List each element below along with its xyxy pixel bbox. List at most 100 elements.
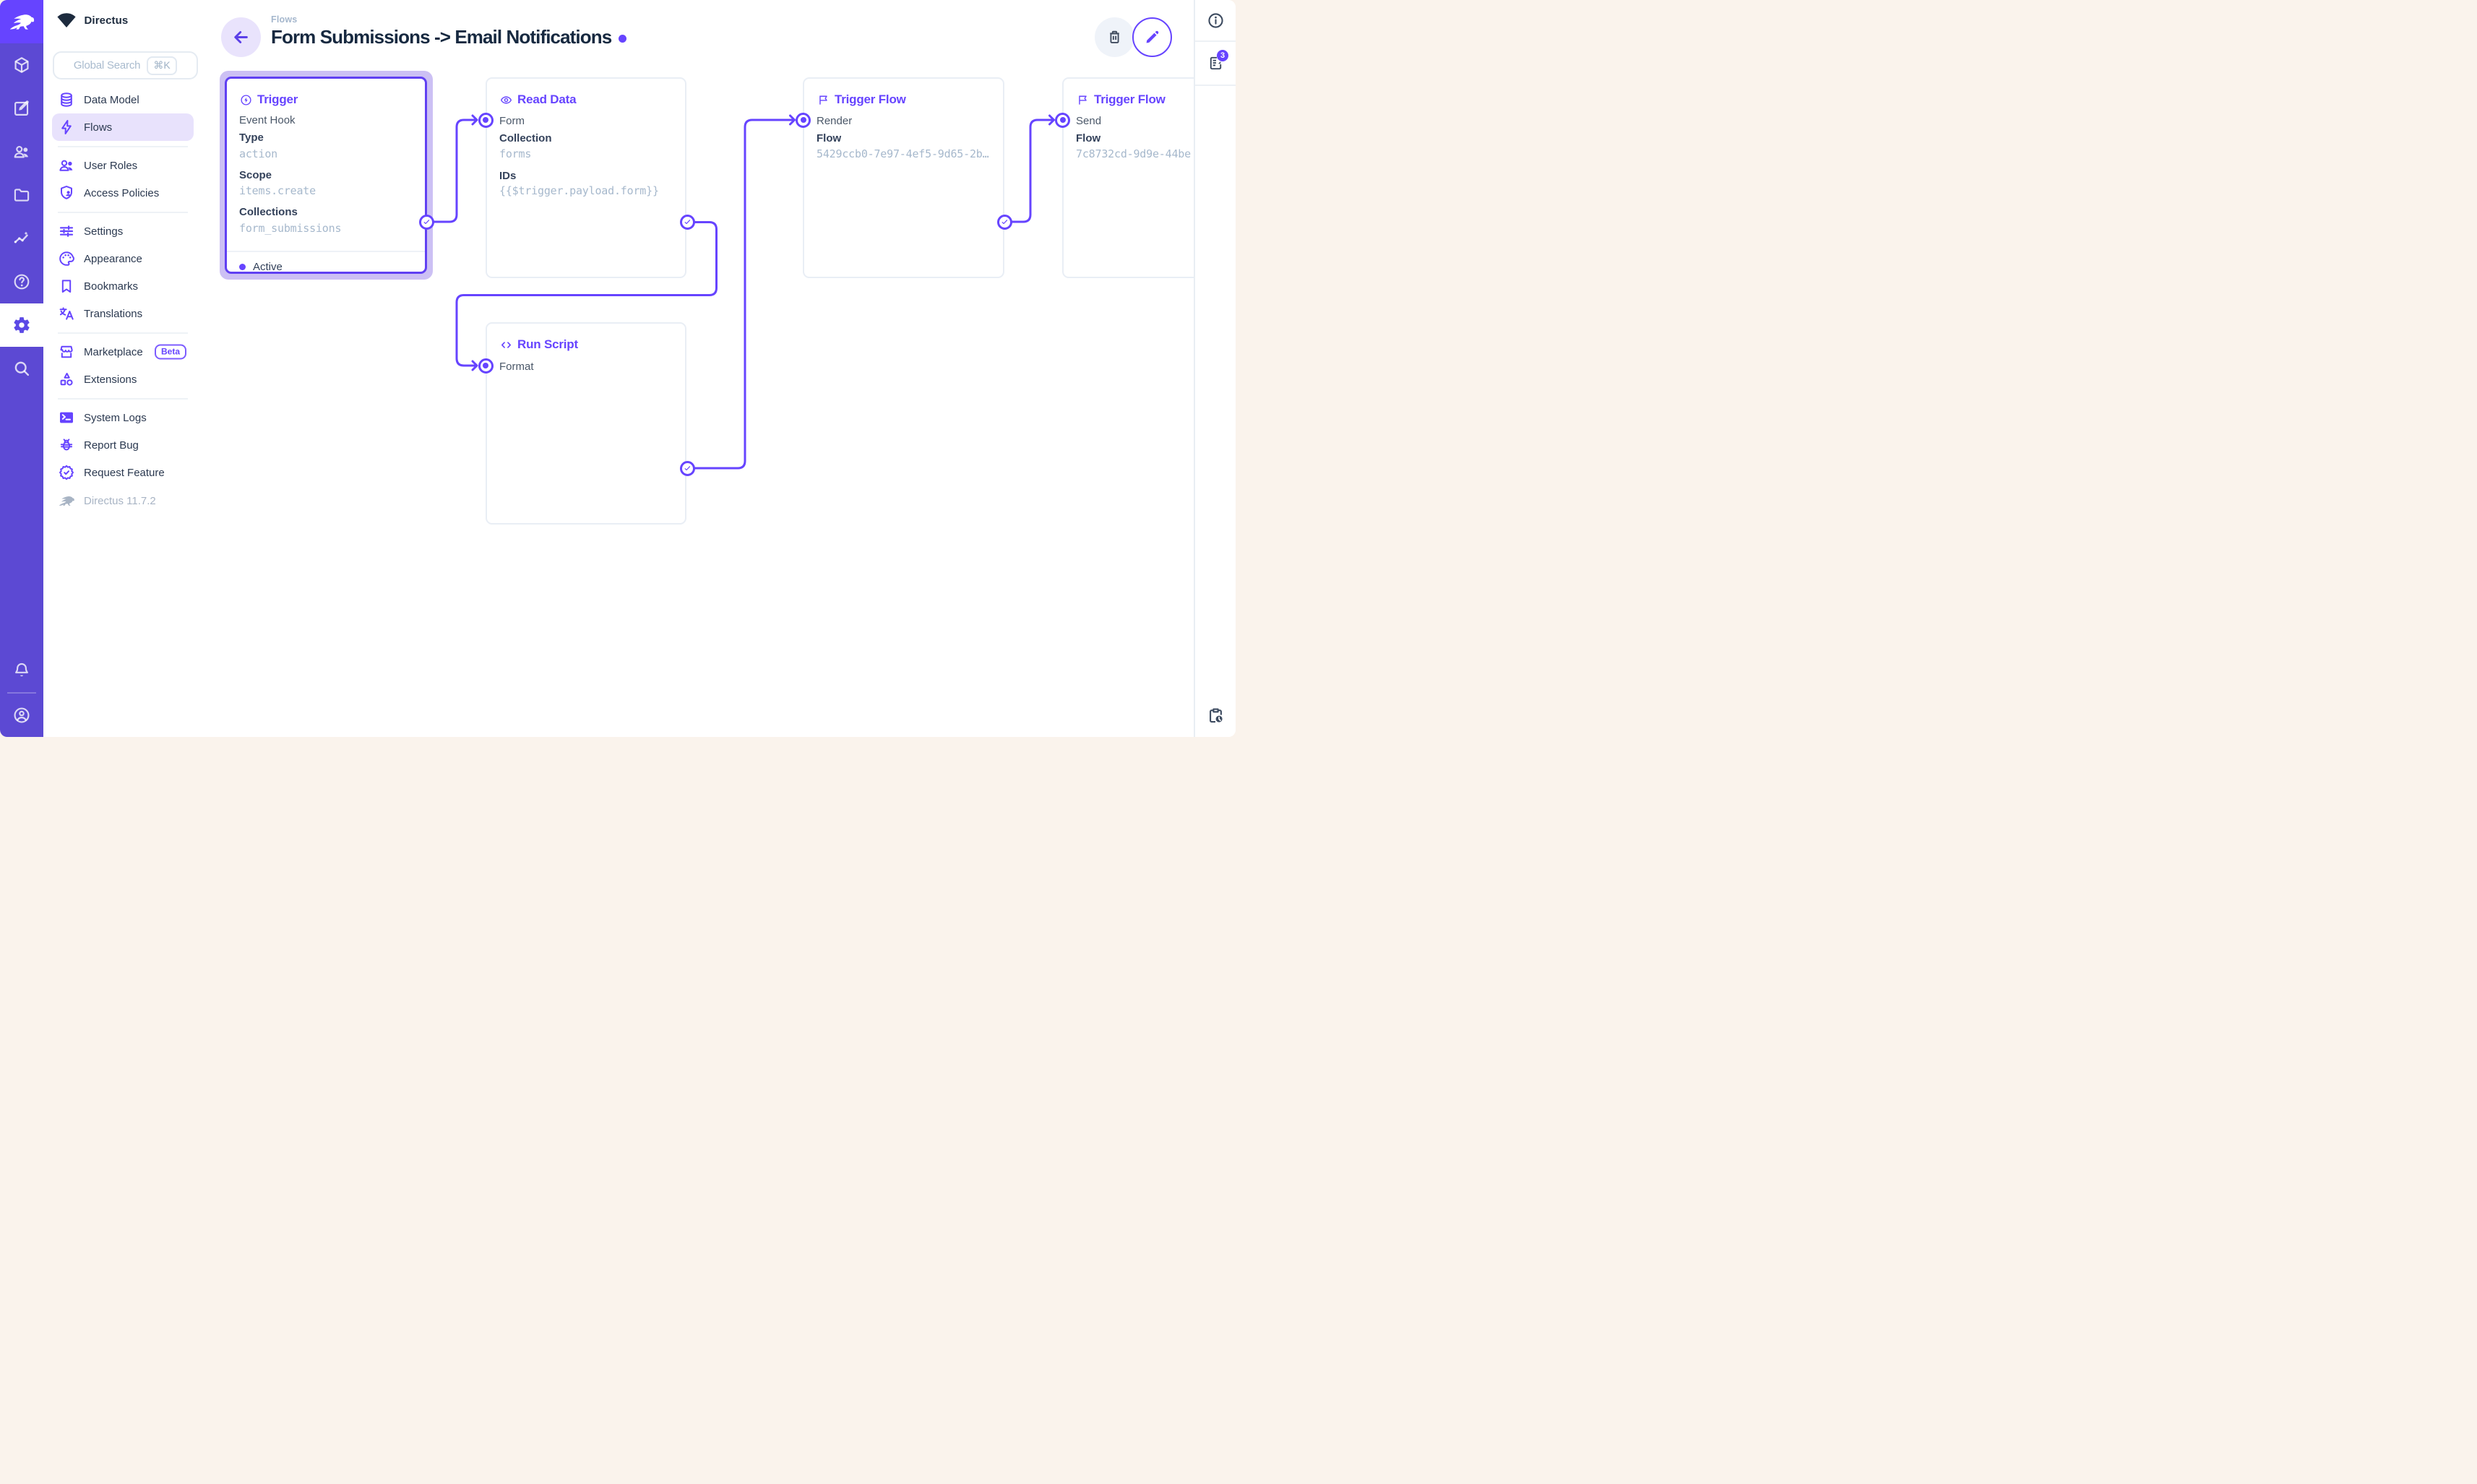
back-button[interactable]	[221, 17, 261, 57]
translate-icon	[59, 307, 74, 320]
resolve-check-run-script[interactable]	[679, 460, 695, 476]
input-dot-run-script[interactable]	[478, 358, 494, 374]
search-placeholder: Global Search	[73, 59, 141, 72]
app-window: Directus Global Search ⌘K Data Model Flo…	[0, 0, 1236, 737]
nav-divider	[58, 145, 188, 147]
global-search-input[interactable]: Global Search ⌘K	[52, 51, 198, 79]
flag-icon	[819, 95, 827, 105]
user-menu-button[interactable]	[0, 694, 43, 737]
main-content: Flows Form Submissions -> Email Notifica…	[202, 0, 1194, 737]
page-title: Form Submissions -> Email Notifications	[271, 26, 612, 48]
panel-row: Flow	[1076, 132, 1101, 144]
panel-row: Collection	[499, 132, 552, 144]
input-dot-read-data[interactable]	[478, 112, 494, 128]
flow-panel-read-data[interactable]: Read Data Form Collection forms IDs {{$t…	[486, 77, 686, 278]
version-label: Directus 11.7.2	[84, 494, 156, 507]
panel-header: Trigger Flow	[817, 92, 906, 107]
panel-header: Trigger Flow	[1077, 92, 1166, 107]
people-icon	[59, 160, 73, 171]
input-dot-trigger-flow-1[interactable]	[796, 112, 811, 128]
nav-item-request-feature[interactable]: Request Feature	[52, 459, 194, 486]
nav-item-data-model[interactable]: Data Model	[52, 86, 194, 113]
nav-item-flows[interactable]: Flows	[52, 113, 194, 141]
module-bar	[0, 0, 43, 737]
nav-item-appearance[interactable]: Appearance	[52, 245, 194, 272]
module-files[interactable]	[0, 173, 43, 217]
flow-panel-run-script[interactable]: Run Script Format	[486, 322, 686, 525]
nav-label: Access Policies	[84, 186, 160, 199]
module-search[interactable]	[0, 347, 43, 390]
panel-input-label: Render	[817, 115, 853, 127]
eye-icon	[500, 95, 512, 104]
edit-square-icon	[14, 100, 30, 116]
nav-item-translations[interactable]: Translations	[52, 300, 194, 327]
sidebar-revisions-button[interactable]	[1195, 694, 1236, 737]
avatar-icon	[14, 707, 30, 723]
nav-label: User Roles	[84, 159, 138, 172]
nav-item-report-bug[interactable]: Report Bug	[52, 431, 194, 459]
flow-panel-trigger-flow-1[interactable]: Trigger Flow Render Flow 5429ccb0-7e97-4…	[803, 77, 1004, 278]
bell-icon	[15, 663, 28, 678]
panel-row: action	[239, 147, 277, 160]
clipboard-clock-icon	[1209, 708, 1223, 723]
input-dot-trigger-flow-2[interactable]	[1055, 112, 1070, 128]
flow-panel-trigger[interactable]: Trigger Event Hook Type action Scope ite…	[225, 77, 427, 274]
resolve-check-trigger[interactable]	[419, 214, 434, 230]
nav-item-user-roles[interactable]: User Roles	[52, 152, 194, 179]
nav-label: Marketplace	[84, 345, 143, 358]
panel-divider	[227, 251, 425, 252]
nav-item-system-logs[interactable]: System Logs	[52, 404, 194, 431]
module-settings[interactable]	[0, 303, 43, 347]
project-name: Directus	[84, 14, 129, 27]
feature-badge-icon	[59, 465, 74, 480]
users-icon	[14, 145, 30, 158]
directus-logo[interactable]	[0, 0, 43, 43]
panel-header: Trigger	[240, 92, 298, 107]
flag-icon	[1079, 95, 1087, 105]
module-editor[interactable]	[0, 87, 43, 130]
panel-row: form_submissions	[239, 222, 342, 235]
nav-label: Translations	[84, 307, 143, 320]
panel-row: IDs	[499, 170, 517, 182]
code-icon	[501, 341, 511, 348]
search-icon	[14, 361, 30, 376]
sidebar-info-button[interactable]	[1195, 0, 1236, 42]
panel-title: Read Data	[517, 92, 577, 106]
nav-item-bookmarks[interactable]: Bookmarks	[52, 272, 194, 300]
module-help[interactable]	[0, 260, 43, 303]
breadcrumb[interactable]: Flows	[271, 14, 298, 25]
box-icon	[14, 57, 29, 73]
project-row[interactable]: Directus	[43, 0, 202, 40]
panel-input-label: Form	[499, 115, 525, 127]
nav-item-marketplace[interactable]: Marketplace Beta	[52, 338, 194, 366]
nav-item-extensions[interactable]: Extensions	[52, 366, 194, 393]
edit-button[interactable]	[1132, 17, 1172, 57]
resolve-check-read-data[interactable]	[679, 215, 695, 230]
check-icon	[1001, 219, 1008, 224]
panel-input-label: Send	[1076, 115, 1102, 127]
help-icon	[14, 274, 30, 290]
nav-item-access-policies[interactable]: Access Policies	[52, 179, 194, 207]
check-icon	[423, 219, 430, 224]
panel-title: Run Script	[517, 337, 578, 351]
search-shortcut: ⌘K	[147, 56, 177, 75]
terminal-icon	[59, 411, 74, 424]
nav-label: System Logs	[84, 411, 147, 424]
database-icon	[60, 92, 72, 107]
flow-panel-trigger-flow-2[interactable]: Trigger Flow Send Flow 7c8732cd-9d9e-44b…	[1062, 77, 1194, 278]
nav-divider	[58, 397, 188, 400]
delete-button[interactable]	[1095, 17, 1134, 57]
right-sidebar: 3	[1194, 0, 1236, 737]
module-users[interactable]	[0, 130, 43, 173]
notifications-button[interactable]	[0, 649, 43, 692]
sidebar-activity-button[interactable]: 3	[1195, 42, 1236, 86]
resolve-check-trigger-flow-1[interactable]	[997, 214, 1012, 230]
bug-icon	[60, 439, 72, 451]
version-row: Directus 11.7.2	[52, 487, 194, 514]
nav-item-settings[interactable]: Settings	[52, 217, 194, 245]
panel-row: {{$trigger.payload.form}}	[499, 184, 659, 197]
module-insights[interactable]	[0, 217, 43, 260]
shield-person-icon	[60, 186, 72, 199]
module-content[interactable]	[0, 43, 43, 87]
panel-row: Type	[239, 131, 264, 144]
